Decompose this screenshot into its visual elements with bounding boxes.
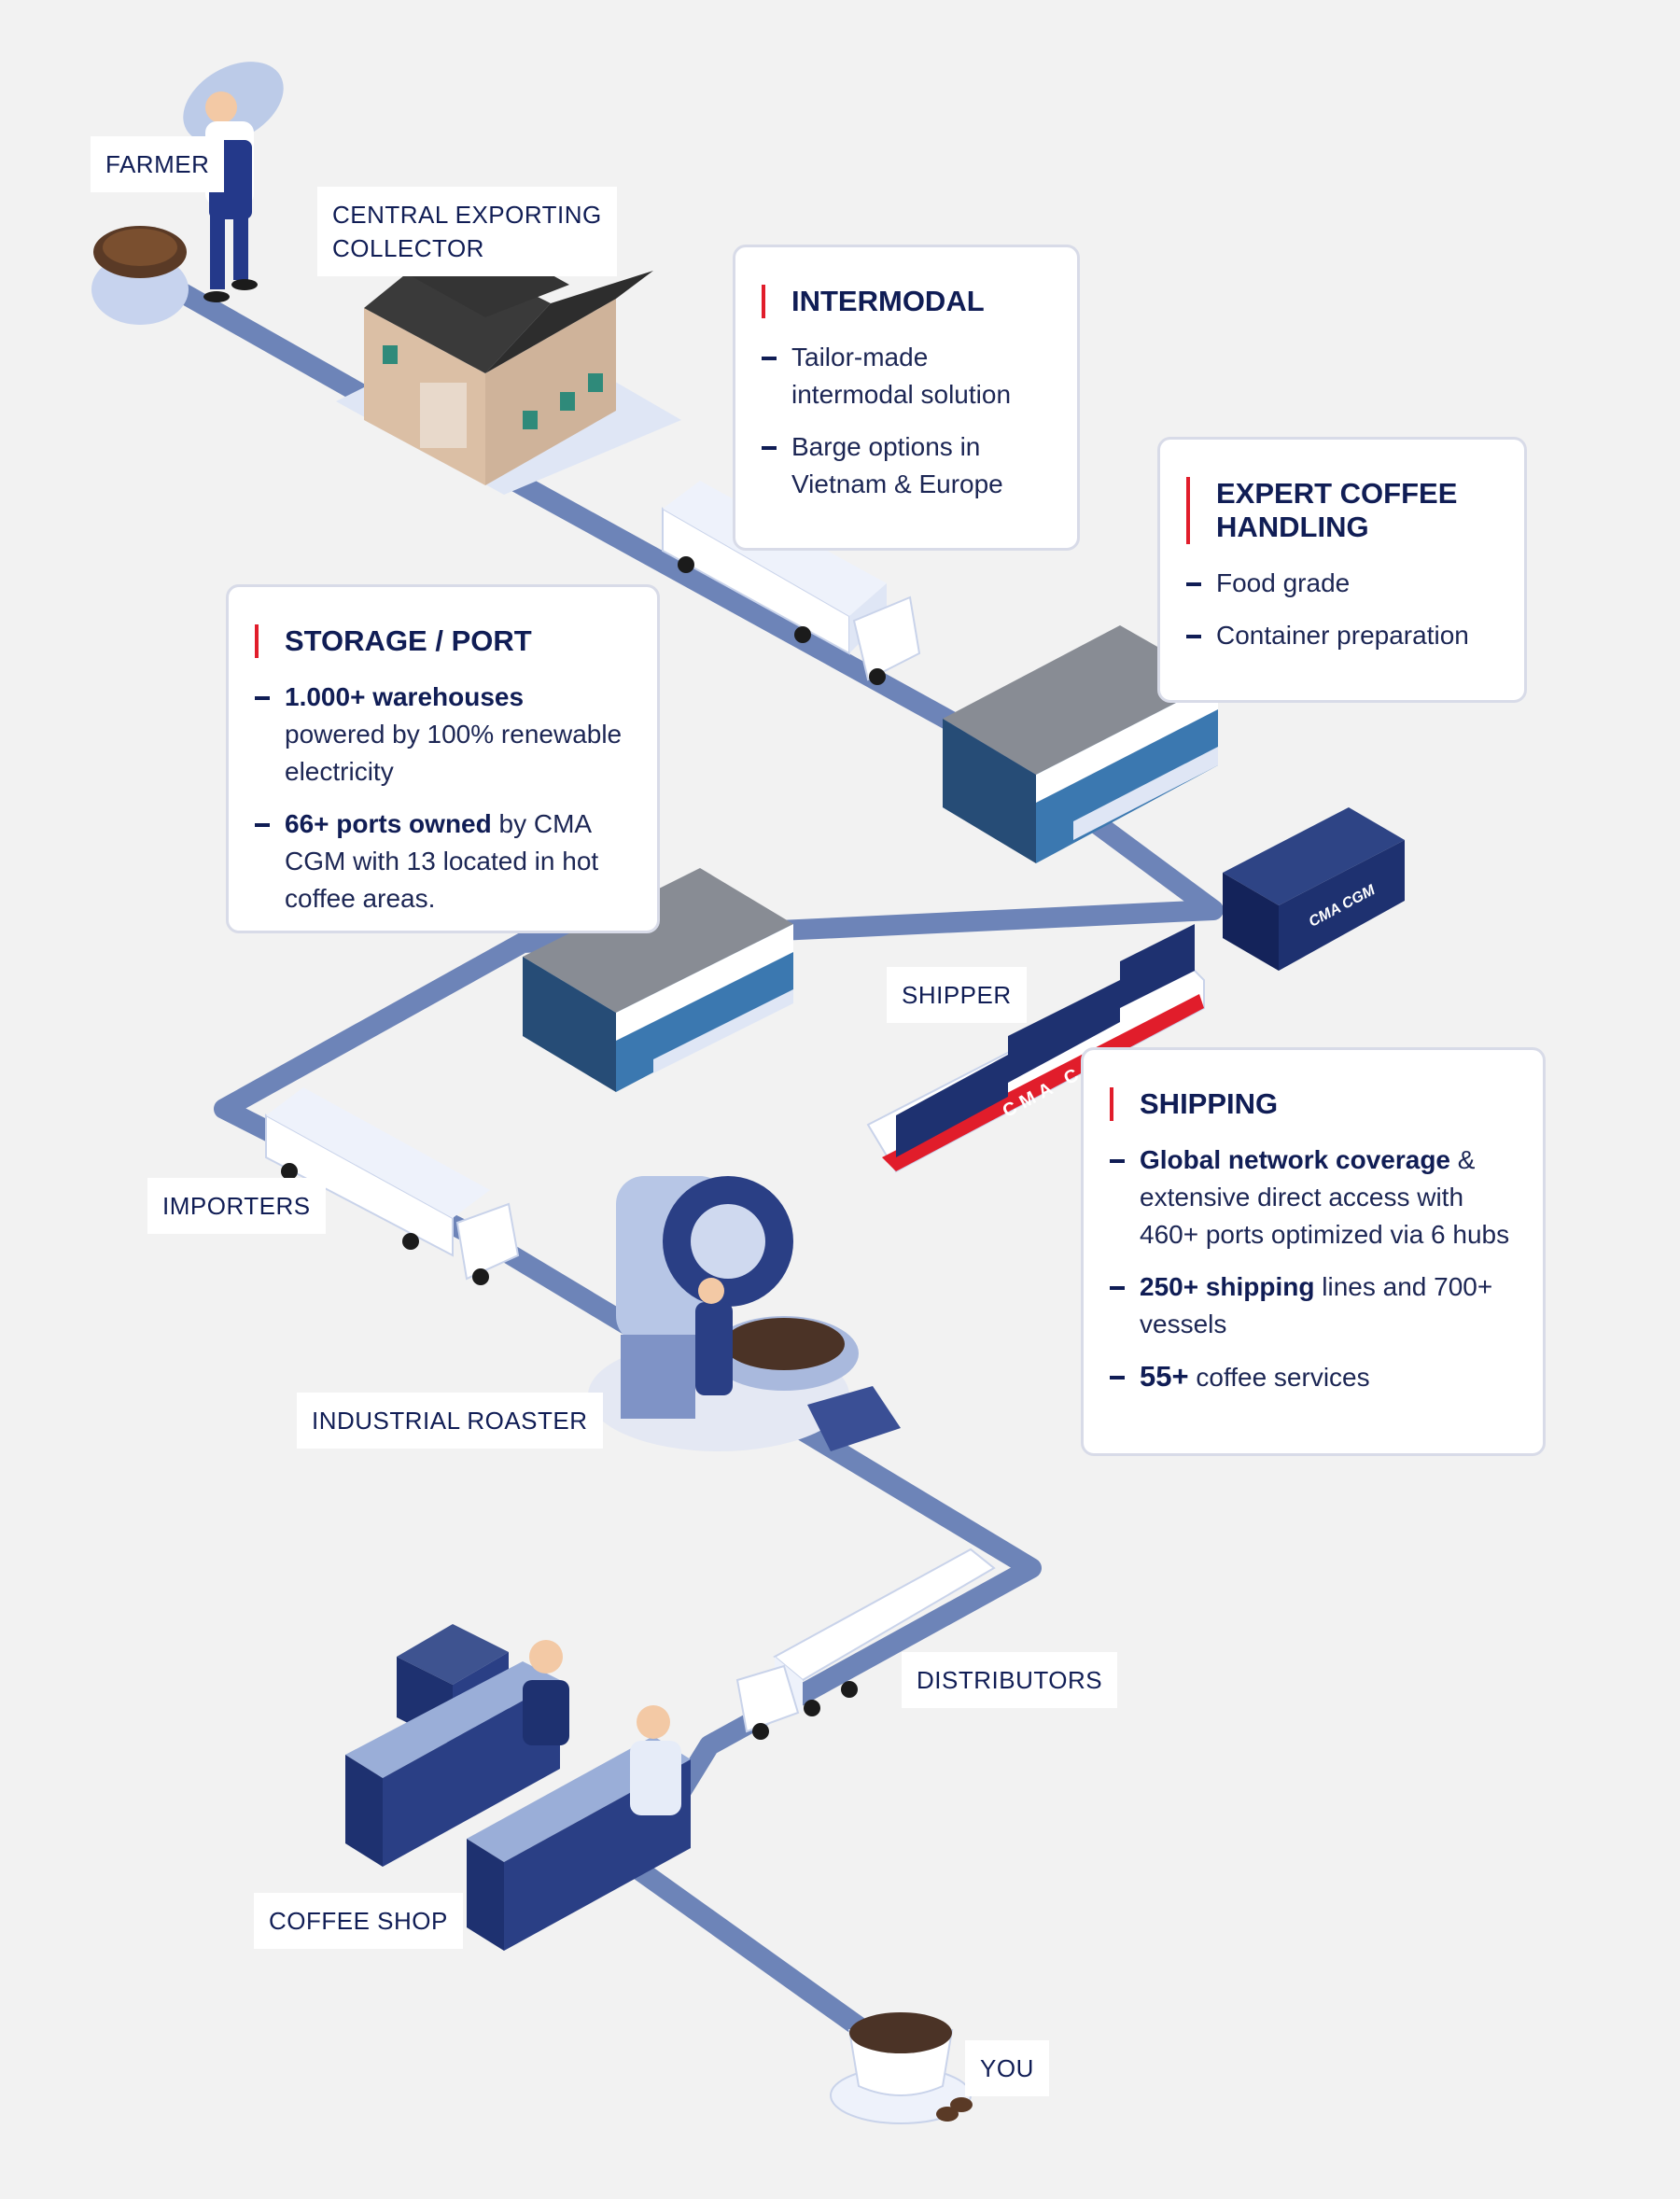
coffee-sack-icon [91,226,189,325]
label-you: YOU [965,2040,1049,2096]
list-item: 250+ shipping lines and 700+ vessels [1110,1268,1511,1343]
list-item: Food grade [1186,565,1492,602]
truck-icon [735,1548,996,1740]
label-shipper: SHIPPER [887,967,1027,1023]
card-list: Food grade Container preparation [1186,565,1492,654]
card-title: SHIPPING [1110,1087,1511,1121]
label-industrial-roaster: INDUSTRIAL ROASTER [297,1393,603,1449]
card-expert-coffee-handling: EXPERT COFFEE HANDLING Food grade Contai… [1157,437,1527,703]
coffee-bar-counter-icon [345,1640,691,1951]
label-coffee-shop: COFFEE SHOP [254,1893,463,1949]
list-item: Container preparation [1186,617,1492,654]
label-importers: IMPORTERS [147,1178,326,1234]
truck-icon [265,1087,520,1285]
list-item: Global network coverage & extensive dire… [1110,1142,1511,1254]
roaster-icon [588,1176,901,1451]
coffee-cup-icon [830,2012,973,2124]
card-list: Global network coverage & extensive dire… [1110,1142,1511,1396]
list-item: Tailor-made intermodal solution [762,339,1045,413]
warehouse-icon [943,625,1218,863]
card-list: Tailor-made intermodal solution Barge op… [762,339,1045,503]
card-shipping: SHIPPING Global network coverage & exten… [1081,1047,1546,1456]
container-icon: CMA CGM [1223,807,1405,971]
label-farmer: FARMER [91,136,225,192]
card-title: STORAGE / PORT [255,624,625,658]
card-list: 1.000+ warehouses powered by 100% renewa… [255,679,625,917]
list-item: 66+ ports owned by CMA CGM with 13 locat… [255,805,625,917]
label-distributors: DISTRIBUTORS [902,1652,1118,1708]
list-item: 1.000+ warehouses powered by 100% renewa… [255,679,625,791]
label-central-exporting-collector: CENTRAL EXPORTING COLLECTOR [317,187,617,276]
barn-icon [336,238,681,495]
card-title: INTERMODAL [762,285,1045,318]
warehouse-icon [523,868,793,1092]
card-title: EXPERT COFFEE HANDLING [1186,477,1492,544]
list-item: Barge options in Vietnam & Europe [762,428,1045,503]
card-intermodal: INTERMODAL Tailor-made intermodal soluti… [733,245,1080,551]
list-item: 55+ coffee services [1110,1358,1511,1396]
card-storage-port: STORAGE / PORT 1.000+ warehouses powered… [226,584,660,933]
